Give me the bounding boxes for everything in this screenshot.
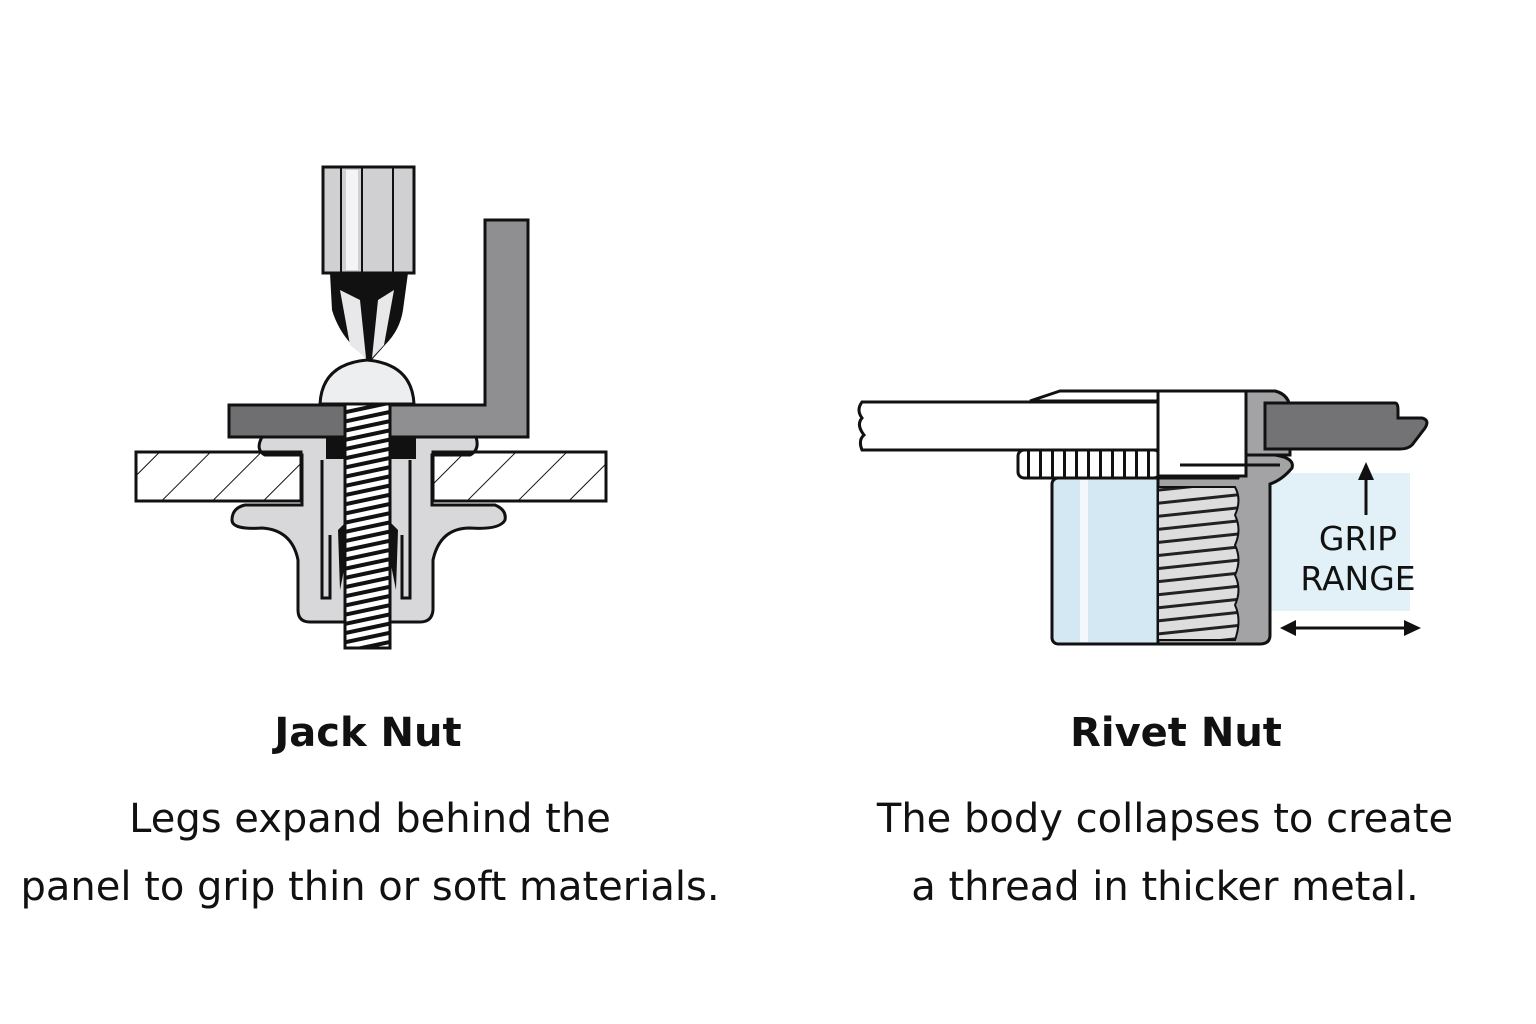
screwdriver-bit [330,273,408,362]
panel-right [431,450,608,503]
jack-nut-description-line2: panel to grip thin or soft materials. [20,864,720,910]
rivet-nut-description-line2: a thread in thicker metal. [911,864,1419,910]
sheet-right [1263,401,1429,451]
rivet-nut-illustration: GRIP RANGE [857,389,1429,646]
panel-left [134,450,303,503]
rivet-nut-title: Rivet Nut [1070,710,1282,756]
grip-range-zone [1268,473,1410,611]
screw-head [318,358,416,406]
grip-label: GRIP [1319,519,1397,558]
jack-nut-title: Jack Nut [274,710,462,756]
grip-horizontal-arrow [1280,620,1421,636]
rivet-nut-description-line1: The body collapses to create [876,796,1454,842]
screwdriver-handle [321,165,416,275]
jack-nut-illustration [134,165,608,650]
range-label: RANGE [1300,559,1415,598]
knurled-flange [1016,448,1162,480]
sheet-left [857,400,1160,452]
jack-nut-description: Legs expand behind the panel to grip thi… [20,785,720,921]
rivet-nut-description: The body collapses to create a thread in… [815,785,1515,921]
screw-thread [343,402,392,650]
rivet-nut-body-left [1050,476,1164,646]
grip-up-arrow [1358,462,1374,515]
jack-nut-description-line1: Legs expand behind the [129,796,611,842]
rivet-nut-thread [1157,486,1240,641]
